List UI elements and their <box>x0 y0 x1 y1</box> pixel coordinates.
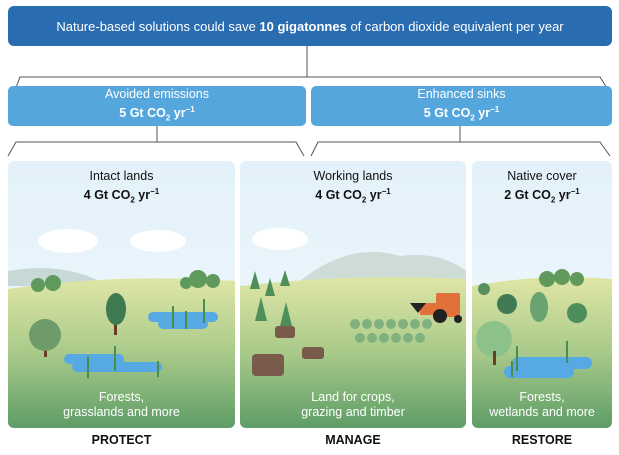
working-lands-illustration <box>240 161 466 428</box>
crop-rows <box>350 319 432 343</box>
panel-description: Forests,grasslands and more <box>63 390 180 419</box>
category-avoided-emissions: Avoided emissions 5 Gt CO2 yr−1 <box>8 86 306 126</box>
category-title: Enhanced sinks <box>417 86 506 101</box>
tree-icon <box>29 319 61 357</box>
tractor-icon <box>410 293 462 323</box>
cow-icon <box>252 326 324 376</box>
cloud-icon <box>38 229 98 253</box>
panel-description: Forests,wetlands and more <box>489 390 595 419</box>
total-savings-banner: Nature-based solutions could save 10 gig… <box>8 6 612 46</box>
category-amount: 5 Gt CO2 yr−1 <box>423 104 500 123</box>
pine-trees <box>250 270 292 326</box>
cloud-icon <box>252 228 308 250</box>
tree-icon <box>476 283 587 365</box>
native-cover-illustration <box>472 161 612 428</box>
category-title: Avoided emissions <box>105 86 209 101</box>
banner-text: Nature-based solutions could save 10 gig… <box>56 18 564 34</box>
action-restore: RESTORE <box>511 433 573 447</box>
category-amount: 5 Gt CO2 yr−1 <box>119 104 195 123</box>
intact-lands-illustration <box>8 161 235 428</box>
category-enhanced-sinks: Enhanced sinks 5 Gt CO2 yr−1 <box>311 86 612 126</box>
connector-lines <box>7 46 611 157</box>
panel-description: Land for crops,grazing and timber <box>301 390 405 419</box>
pond-icon <box>504 357 592 378</box>
tree-icon <box>106 293 126 335</box>
action-manage: MANAGE <box>325 433 381 447</box>
action-protect: PROTECT <box>91 433 152 447</box>
pond-icon <box>64 312 218 372</box>
